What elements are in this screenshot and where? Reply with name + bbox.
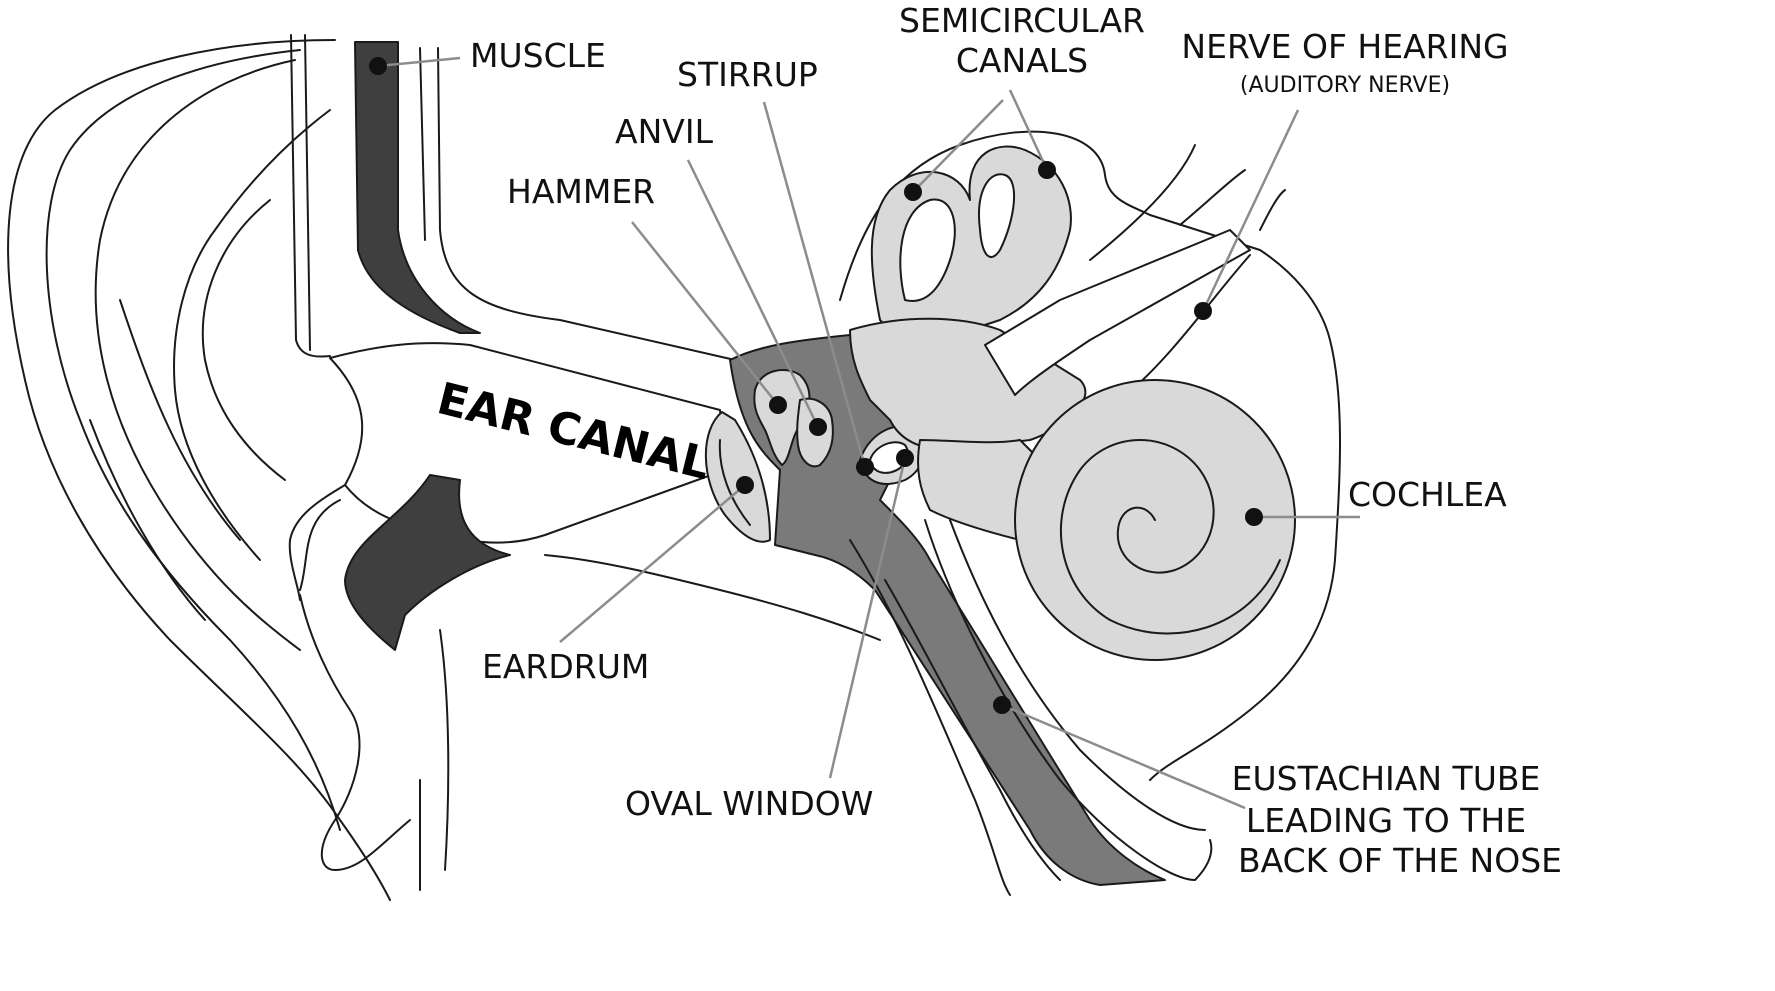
leader-nerve — [1203, 110, 1298, 311]
label-semicircular-line1: SEMICIRCULAR — [899, 1, 1145, 40]
dot-canal-b — [1038, 161, 1056, 179]
label-eustachian-line2: LEADING TO THE — [1246, 801, 1526, 840]
label-stirrup: STIRRUP — [677, 55, 818, 94]
dot-hammer — [769, 396, 787, 414]
muscle-band — [355, 42, 480, 333]
dot-muscle — [369, 57, 387, 75]
label-eardrum: EARDRUM — [482, 647, 649, 686]
label-nerve-line2: (AUDITORY NERVE) — [1240, 73, 1450, 98]
label-eustachian-line3: BACK OF THE NOSE — [1238, 841, 1562, 880]
dot-anvil — [809, 418, 827, 436]
label-cochlea: COCHLEA — [1348, 475, 1507, 514]
leader-hammer — [632, 222, 778, 405]
label-muscle: MUSCLE — [470, 36, 606, 75]
dot-nerve — [1194, 302, 1212, 320]
label-hammer: HAMMER — [507, 172, 655, 211]
dot-eustachian — [993, 696, 1011, 714]
dot-cochlea — [1245, 508, 1263, 526]
label-eustachian-line1: EUSTACHIAN TUBE — [1232, 759, 1541, 798]
label-semicircular-line2: CANALS — [956, 41, 1088, 80]
label-anvil: ANVIL — [615, 112, 714, 151]
dot-oval-window — [896, 449, 914, 467]
label-oval-window: OVAL WINDOW — [625, 784, 873, 823]
label-nerve-line1: NERVE OF HEARING — [1181, 27, 1508, 66]
dot-eardrum — [736, 476, 754, 494]
dot-canal-a — [904, 183, 922, 201]
dot-stirrup — [856, 458, 874, 476]
